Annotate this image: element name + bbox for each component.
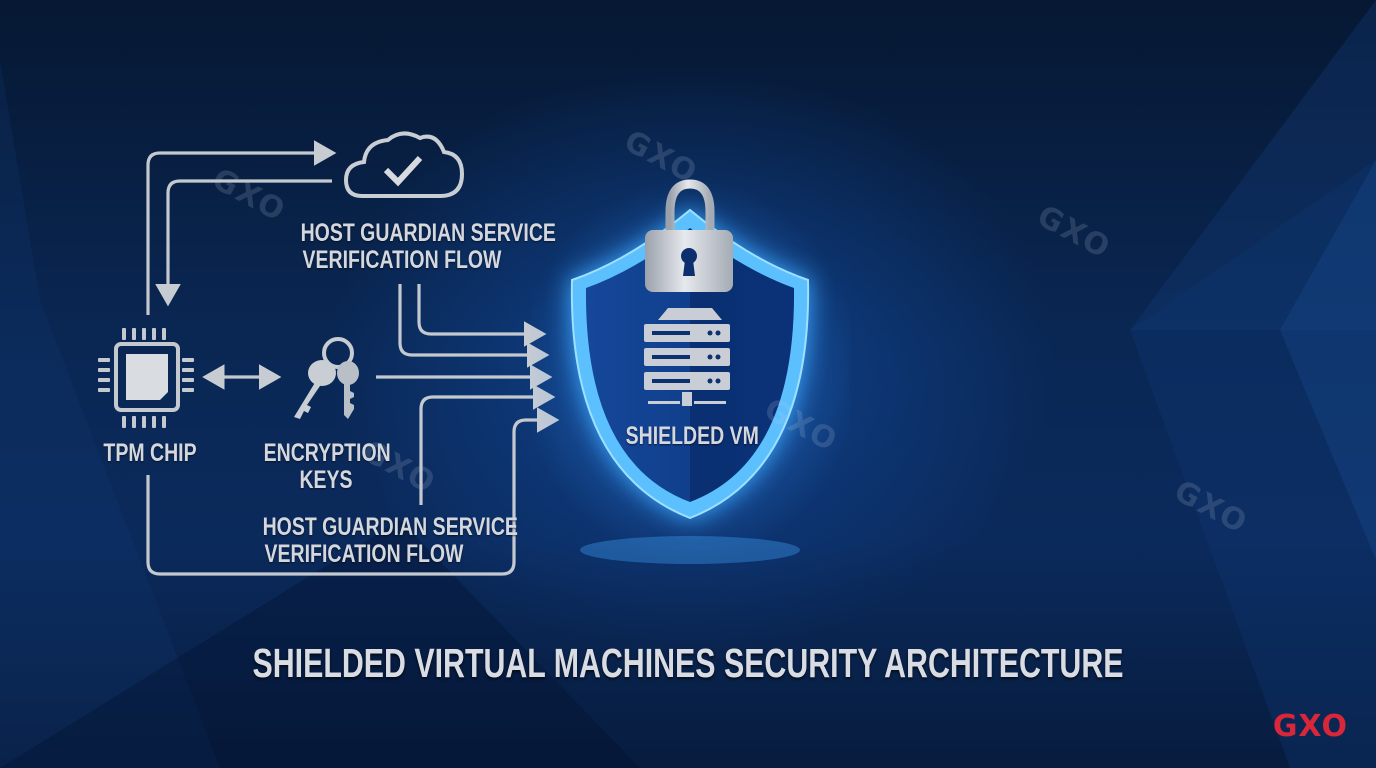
encryption-keys-label-line2: KEYS: [299, 466, 353, 494]
hgs-bottom-label-line2: VERIFICATION FLOW: [264, 540, 464, 568]
hgs-top-label-line2: VERIFICATION FLOW: [302, 246, 502, 274]
hgs-bottom-label-line1: HOST GUARDIAN SERVICE: [262, 513, 518, 541]
keys-icon: [294, 337, 359, 419]
brand-logo: GXO: [1272, 709, 1348, 744]
encryption-keys-label: ENCRYPTION KEYS: [263, 439, 391, 494]
diagram-title: SHIELDED VIRTUAL MACHINES SECURITY ARCHI…: [252, 640, 1124, 686]
chip-icon: [98, 328, 194, 428]
encryption-keys-label-line1: ENCRYPTION: [263, 439, 391, 467]
hgs-top-label: HOST GUARDIAN SERVICE VERIFICATION FLOW: [300, 219, 556, 274]
cloud-check-icon: [343, 131, 465, 198]
hgs-top-label-line1: HOST GUARDIAN SERVICE: [300, 219, 556, 247]
tpm-chip-label: TPM CHIP: [95, 440, 204, 467]
tpm-chip-label-text: TPM CHIP: [103, 439, 197, 467]
hgs-bottom-label: HOST GUARDIAN SERVICE VERIFICATION FLOW: [262, 513, 518, 568]
shielded-vm-label-text: SHIELDED VM: [625, 422, 759, 450]
shield-icon: [530, 179, 850, 564]
shielded-vm-label: SHIELDED VM: [625, 422, 759, 450]
padlock-icon: [645, 179, 733, 292]
